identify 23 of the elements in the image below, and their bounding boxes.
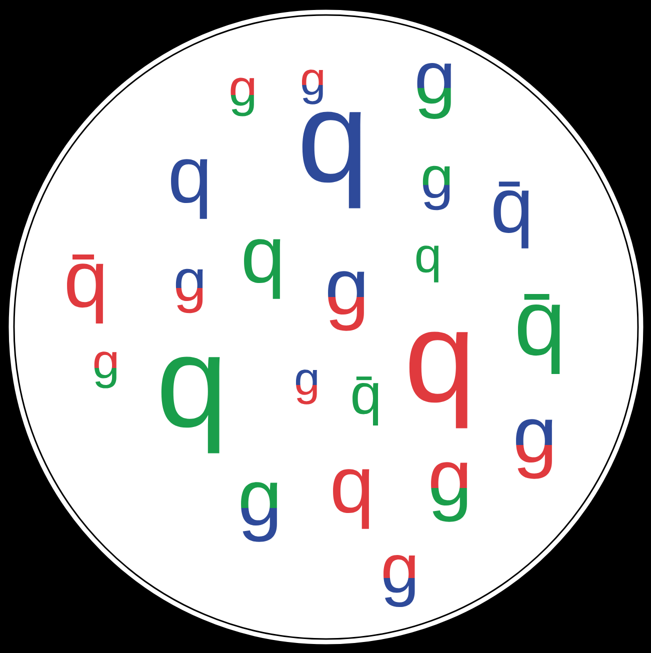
quark-letter: q̄	[494, 182, 529, 248]
quark-letter: q	[416, 246, 439, 282]
gluon-letter: g	[328, 271, 364, 331]
quark-letter: q	[171, 159, 208, 219]
gluon-letter: g	[422, 166, 450, 210]
quark-letter: q̄	[518, 294, 560, 374]
quark-letter: q̄	[67, 254, 104, 324]
gluon-letter: g	[176, 268, 203, 314]
gluon-letter: g	[94, 352, 117, 388]
gluon-letter: g	[302, 70, 323, 104]
quark-letter: q	[333, 469, 370, 529]
gluon-letter: g	[516, 419, 552, 479]
gluon-letter: g	[241, 482, 278, 542]
quark-letter: q	[244, 239, 280, 299]
quark-letter: q	[161, 356, 220, 454]
quark-letter: q	[409, 332, 468, 428]
quark-letter: q̄	[352, 376, 378, 426]
gluon-letter: g	[417, 63, 452, 119]
gluon-letter: g	[296, 370, 317, 404]
gluon-letter: g	[230, 78, 254, 116]
gluon-letter: g	[383, 554, 415, 608]
gluon-letter: g	[431, 462, 468, 522]
quark-letter: q	[302, 112, 361, 208]
